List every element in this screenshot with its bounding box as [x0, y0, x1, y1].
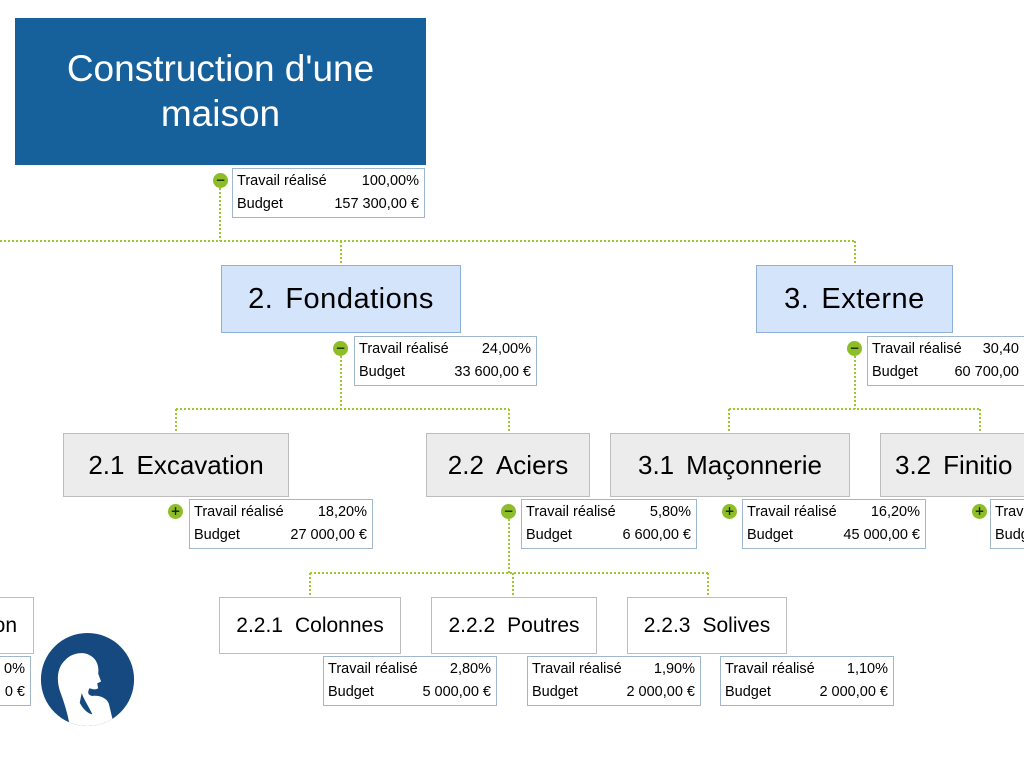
aciers-work-value: 5,80% [649, 504, 691, 520]
wbs-node-excavation[interactable]: 2.1 Excavation [63, 433, 289, 497]
wbs-node-colonnes[interactable]: 2.2.1 Colonnes [219, 597, 401, 654]
root-info-box: Travail réalisé 100,00% Budget 157 300,00 … [232, 168, 425, 218]
fondations-work-value: 24,00% [481, 341, 531, 357]
budget-label: Budget [328, 684, 374, 700]
work-label: Travail réalisé [194, 504, 284, 520]
wbs-node-maconnerie[interactable]: 3.1 Maçonnerie [610, 433, 850, 497]
root-title: Construction d'une maison [66, 48, 375, 134]
excavation-work-value: 18,20% [317, 504, 367, 520]
externe-work-value: 30,40 [982, 341, 1019, 357]
work-label: Travail réalisé [237, 173, 327, 189]
wbs-node-solives[interactable]: 2.2.3 Solives [627, 597, 787, 654]
solives-number: 2.2.3 [643, 613, 691, 637]
maconnerie-info-box: Travail réalisé 16,20% Budget 45 000,00 € [742, 499, 926, 549]
excavation-info-box: Travail réalisé 18,20% Budget 27 000,00 € [189, 499, 373, 549]
budget-label: Budget [194, 527, 240, 543]
excavation-name: Excavation [136, 449, 264, 480]
work-label: Travail réalisé [725, 661, 815, 677]
externe-budget-value: 60 700,00 [954, 364, 1019, 380]
finitions-number: 3.2 [895, 449, 932, 480]
poutres-work-value: 1,90% [653, 661, 695, 677]
work-label: Travail réalisé [526, 504, 616, 520]
wbs-node-fondations[interactable]: 2. Fondations [221, 265, 461, 333]
excavation-number: 2.1 [88, 449, 125, 480]
wbs-node-aciers[interactable]: 2.2 Aciers [426, 433, 590, 497]
colonnes-info-box: Travail réalisé 2,80% Budget 5 000,00 € [323, 656, 497, 706]
expand-maconnerie-icon[interactable]: + [722, 504, 737, 519]
thinker-silhouette-icon [40, 632, 135, 727]
externe-info-box: Travail réalisé 30,40 Budget 60 700,00 [867, 336, 1024, 386]
work-label: Travail réalisé [328, 661, 418, 677]
work-label: Travail réalisé [532, 661, 622, 677]
externe-number: 3. [784, 282, 810, 315]
poutres-number: 2.2.2 [448, 613, 496, 637]
maconnerie-number: 3.1 [637, 449, 675, 480]
solives-name: Solives [702, 613, 771, 637]
partial-left-name: on [0, 613, 17, 637]
budget-label: Budget [725, 684, 771, 700]
collapse-root-icon[interactable]: − [213, 173, 228, 188]
solives-budget-value: 2 000,00 € [819, 684, 888, 700]
wbs-node-poutres[interactable]: 2.2.2 Poutres [431, 597, 597, 654]
externe-name: Externe [821, 282, 925, 315]
partial-left-budget-value: 0 € [4, 684, 25, 700]
work-label: Travail réalisé [747, 504, 837, 520]
work-label: Travail réalisé [359, 341, 449, 357]
maconnerie-budget-value: 45 000,00 € [843, 527, 920, 543]
collapse-fondations-icon[interactable]: − [333, 341, 348, 356]
colonnes-number: 2.2.1 [236, 613, 283, 637]
colonnes-name: Colonnes [294, 613, 384, 637]
budget-label: Budget [747, 527, 793, 543]
poutres-info-box: Travail réalisé 1,90% Budget 2 000,00 € [527, 656, 701, 706]
maconnerie-work-value: 16,20% [870, 504, 920, 520]
wbs-node-finitions[interactable]: 3.2 Finitio [880, 433, 1024, 497]
aciers-number: 2.2 [447, 449, 484, 480]
aciers-info-box: Travail réalisé 5,80% Budget 6 600,00 € [521, 499, 697, 549]
aciers-budget-value: 6 600,00 € [622, 527, 691, 543]
collapse-aciers-icon[interactable]: − [501, 504, 516, 519]
expand-finitions-icon[interactable]: + [972, 504, 987, 519]
connector-aciers-children [309, 519, 709, 597]
maconnerie-name: Maçonnerie [686, 449, 822, 480]
colonnes-budget-value: 5 000,00 € [422, 684, 491, 700]
colonnes-work-value: 2,80% [449, 661, 491, 677]
budget-label: Budget [532, 684, 578, 700]
budget-label: Budget [995, 527, 1024, 543]
budget-label: Budget [237, 196, 283, 212]
budget-label: Budget [872, 364, 918, 380]
poutres-name: Poutres [507, 613, 580, 637]
connector-root-children [0, 188, 856, 265]
fondations-budget-value: 33 600,00 € [454, 364, 531, 380]
collapse-externe-icon[interactable]: − [847, 341, 862, 356]
partial-left-work-value: 0% [4, 661, 25, 677]
root-work-value: 100,00% [361, 173, 419, 189]
work-label: Travail réalisé [872, 341, 962, 357]
budget-label: Budget [526, 527, 572, 543]
fondations-info-box: Travail réalisé 24,00% Budget 33 600,00 € [354, 336, 537, 386]
finitions-info-box: Travail réalisé Budget [990, 499, 1024, 549]
poutres-budget-value: 2 000,00 € [626, 684, 695, 700]
root-budget-value: 157 300,00 € [334, 196, 419, 212]
fondations-number: 2. [248, 282, 274, 315]
expand-excavation-icon[interactable]: + [168, 504, 183, 519]
work-label: Travail réalisé [995, 504, 1024, 520]
wbs-node-partial-left[interactable]: on [0, 597, 34, 654]
wbs-root-construction[interactable]: Construction d'une maison [15, 18, 426, 165]
wbs-node-externe[interactable]: 3. Externe [756, 265, 953, 333]
partial-left-info-box: 0% 0 € [0, 656, 31, 706]
excavation-budget-value: 27 000,00 € [290, 527, 367, 543]
solives-info-box: Travail réalisé 1,10% Budget 2 000,00 € [720, 656, 894, 706]
finitions-name: Finitio [943, 449, 1013, 480]
aciers-name: Aciers [495, 449, 569, 480]
connector-externe-children [728, 356, 981, 433]
budget-label: Budget [359, 364, 405, 380]
solives-work-value: 1,10% [846, 661, 888, 677]
fondations-name: Fondations [285, 282, 434, 315]
